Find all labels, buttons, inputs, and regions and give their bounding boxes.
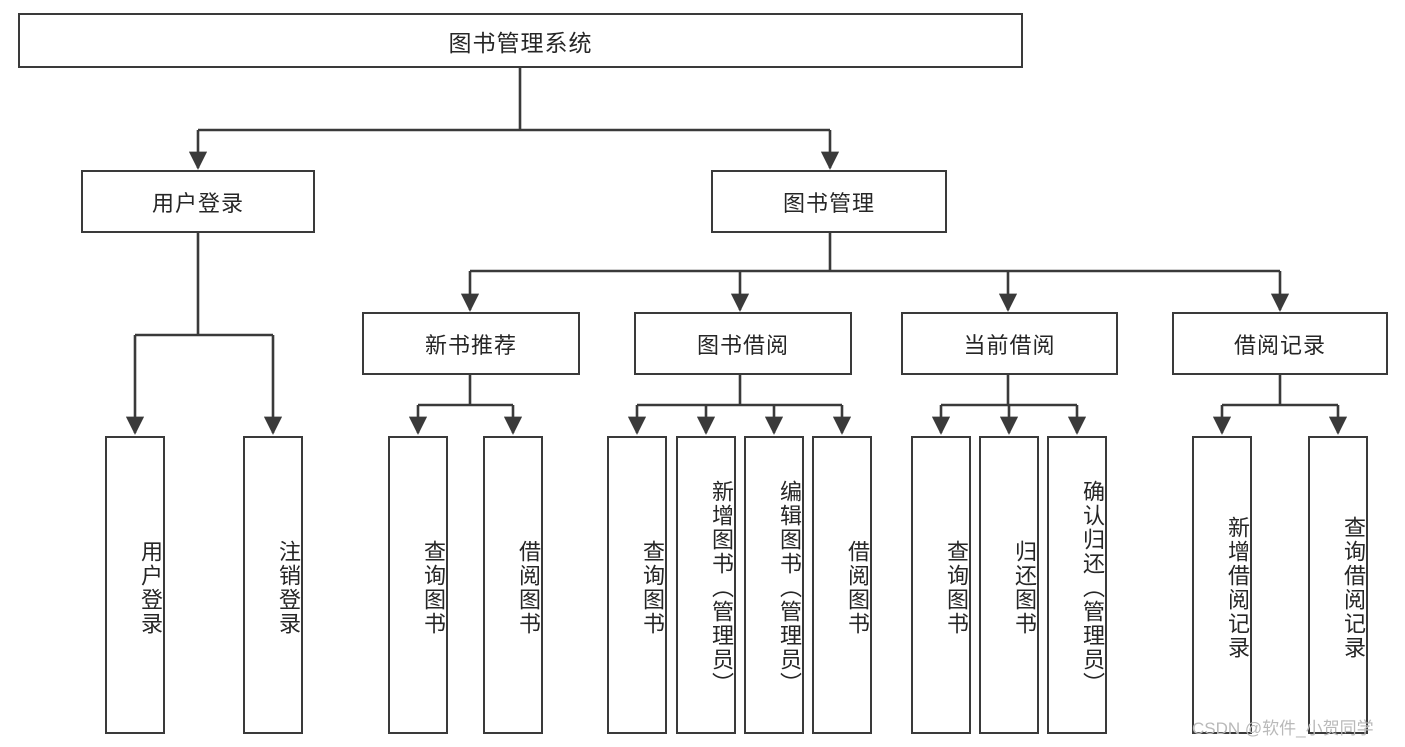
node-label: 注销登录 xyxy=(276,540,301,636)
node-leaf-add-book-admin[interactable]: 新增图书（管理员） xyxy=(676,436,736,734)
node-label: 查询图书 xyxy=(944,540,969,636)
node-book-management[interactable]: 图书管理 xyxy=(711,170,947,233)
node-label: 用户登录 xyxy=(151,190,244,216)
node-label: 借阅图书 xyxy=(516,540,541,636)
node-leaf-borrow-books[interactable]: 借阅图书 xyxy=(812,436,872,734)
node-leaf-query-books-new[interactable]: 查询图书 xyxy=(388,436,448,734)
node-label: 借阅图书 xyxy=(845,540,870,636)
node-label: 新增图书（管理员） xyxy=(709,480,734,696)
node-label: 查询图书 xyxy=(421,540,446,636)
node-leaf-return-books[interactable]: 归还图书 xyxy=(979,436,1039,734)
node-label: 图书管理系统 xyxy=(448,29,593,56)
node-leaf-logout[interactable]: 注销登录 xyxy=(243,436,303,734)
node-label: 确认归还（管理员） xyxy=(1080,480,1105,696)
node-root-library-system[interactable]: 图书管理系统 xyxy=(18,13,1023,68)
node-leaf-confirm-return-admin[interactable]: 确认归还（管理员） xyxy=(1047,436,1107,734)
node-label: 查询借阅记录 xyxy=(1341,516,1366,660)
node-label: 用户登录 xyxy=(138,540,163,636)
node-label: 编辑图书（管理员） xyxy=(777,480,802,696)
node-leaf-query-books-current[interactable]: 查询图书 xyxy=(911,436,971,734)
node-label: 图书借阅 xyxy=(696,332,789,358)
node-user-login[interactable]: 用户登录 xyxy=(81,170,315,233)
node-leaf-edit-book-admin[interactable]: 编辑图书（管理员） xyxy=(744,436,804,734)
node-new-book-recommend[interactable]: 新书推荐 xyxy=(362,312,580,375)
node-label: 归还图书 xyxy=(1012,540,1037,636)
node-current-borrow[interactable]: 当前借阅 xyxy=(901,312,1118,375)
node-label: 当前借阅 xyxy=(963,332,1056,358)
node-label: 新增借阅记录 xyxy=(1225,516,1250,660)
node-book-borrow[interactable]: 图书借阅 xyxy=(634,312,852,375)
node-label: 新书推荐 xyxy=(424,332,517,358)
node-leaf-user-login[interactable]: 用户登录 xyxy=(105,436,165,734)
node-label: 图书管理 xyxy=(782,190,875,216)
node-leaf-add-borrow-record[interactable]: 新增借阅记录 xyxy=(1192,436,1252,734)
node-borrow-records[interactable]: 借阅记录 xyxy=(1172,312,1388,375)
node-leaf-borrow-books-new[interactable]: 借阅图书 xyxy=(483,436,543,734)
node-label: 借阅记录 xyxy=(1233,332,1326,358)
node-label: 查询图书 xyxy=(640,540,665,636)
node-leaf-query-books-borrow[interactable]: 查询图书 xyxy=(607,436,667,734)
node-leaf-query-borrow-record[interactable]: 查询借阅记录 xyxy=(1308,436,1368,734)
